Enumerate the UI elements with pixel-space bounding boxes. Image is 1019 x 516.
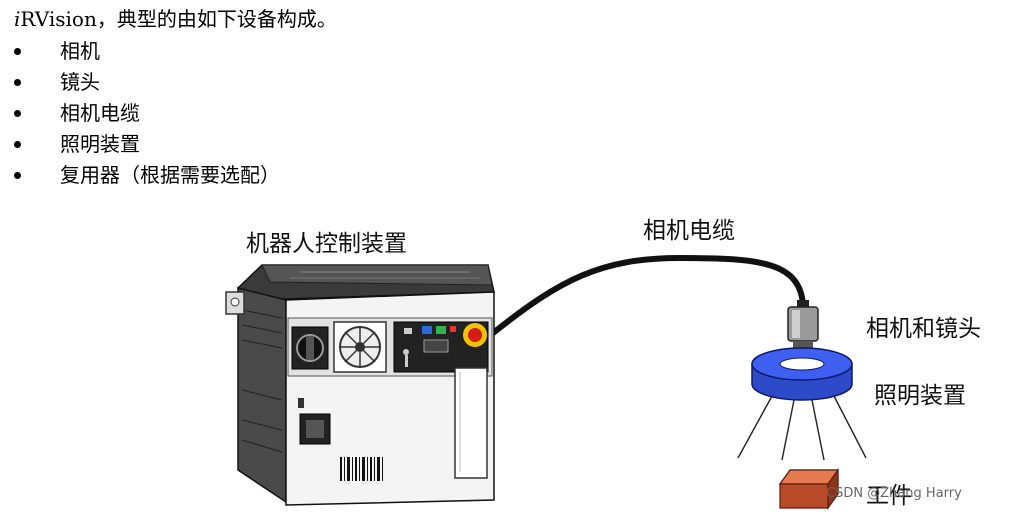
bullet-icon xyxy=(14,172,21,179)
camera-and-lens xyxy=(787,300,819,349)
bullet-icon xyxy=(14,110,21,117)
device-label: 相机 xyxy=(60,39,100,63)
workpiece-label: 工件 xyxy=(866,483,912,509)
device-label: 镜头 xyxy=(60,70,100,94)
bullet-icon xyxy=(14,79,21,86)
cable-label: 相机电缆 xyxy=(643,218,735,244)
device-label: 相机电缆 xyxy=(60,101,140,125)
device-label: 复用器（根据需要选配） xyxy=(60,163,280,187)
list-item: 相机电缆 xyxy=(14,98,280,129)
device-list: 相机 镜头 相机电缆 照明装置 复用器（根据需要选配） xyxy=(14,36,280,191)
bullet-icon xyxy=(14,48,21,55)
barcode-graphic xyxy=(340,457,383,481)
robot-controller xyxy=(225,264,495,506)
list-item: 相机 xyxy=(14,36,280,67)
light-rays xyxy=(737,395,867,461)
camera-cable xyxy=(490,254,806,336)
intro-italic-prefix: i xyxy=(14,7,21,31)
workpiece xyxy=(778,468,840,510)
lighting-label: 照明装置 xyxy=(874,383,966,409)
list-item: 复用器（根据需要选配） xyxy=(14,160,280,191)
controller-label: 机器人控制装置 xyxy=(246,231,407,257)
intro-text: RVision，典型的由如下设备构成。 xyxy=(20,7,337,31)
intro-sentence: iRVision，典型的由如下设备构成。 xyxy=(14,6,337,32)
list-item: 镜头 xyxy=(14,67,280,98)
list-item: 照明装置 xyxy=(14,129,280,160)
device-label: 照明装置 xyxy=(60,132,140,156)
bullet-icon xyxy=(14,141,21,148)
camera-lens-label: 相机和镜头 xyxy=(866,316,981,342)
watermark: CSDN @Zhang Harry xyxy=(826,486,962,501)
ring-light xyxy=(751,347,853,401)
